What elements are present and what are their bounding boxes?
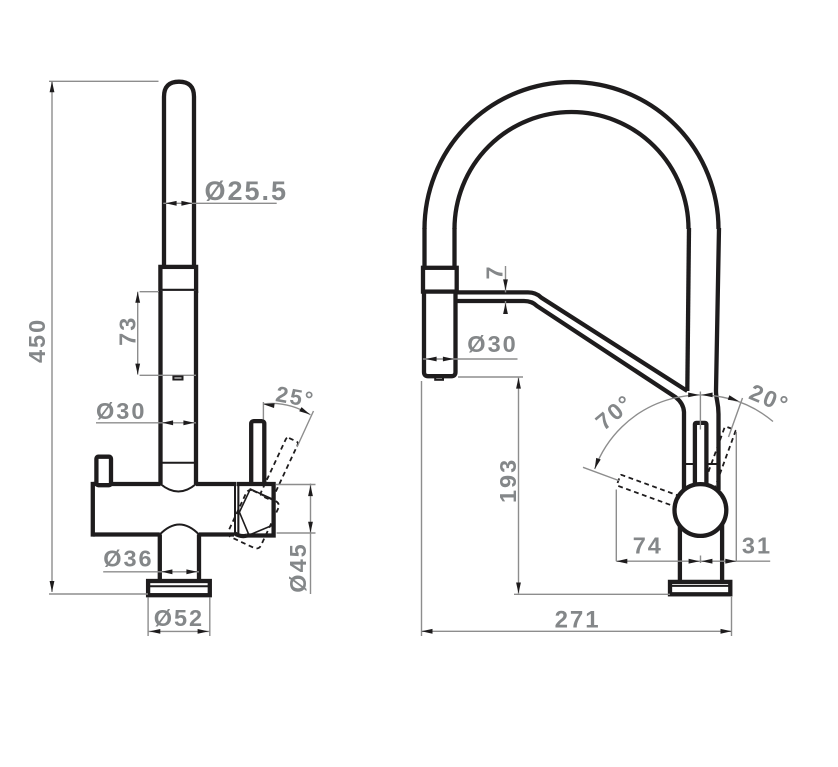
- svg-text:Ø52: Ø52: [154, 605, 204, 631]
- svg-text:450: 450: [24, 318, 50, 363]
- svg-text:Ø25.5: Ø25.5: [205, 176, 289, 206]
- svg-text:74: 74: [633, 533, 663, 559]
- svg-text:Ø45: Ø45: [285, 542, 311, 592]
- svg-text:Ø36: Ø36: [103, 545, 153, 571]
- svg-text:Ø30: Ø30: [96, 398, 146, 424]
- svg-text:Ø30: Ø30: [467, 331, 517, 357]
- svg-text:271: 271: [555, 606, 601, 633]
- svg-text:193: 193: [495, 458, 521, 503]
- svg-text:31: 31: [742, 533, 772, 559]
- svg-text:7: 7: [482, 264, 508, 279]
- svg-text:73: 73: [114, 316, 140, 346]
